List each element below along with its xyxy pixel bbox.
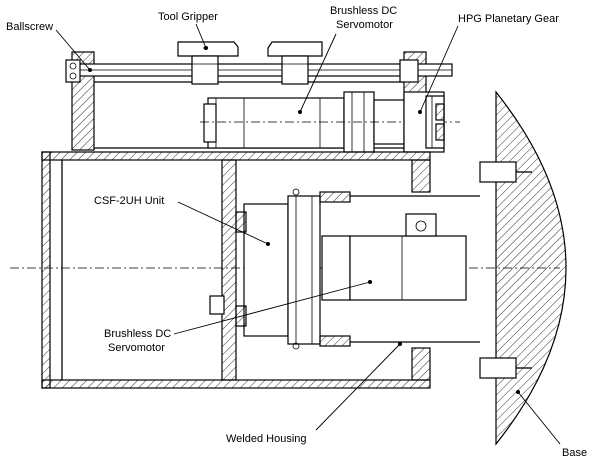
tool-gripper-left (177, 41, 239, 85)
tool-gripper-right (267, 41, 323, 85)
leader-lines (55, 23, 561, 445)
label-base: Base (562, 447, 587, 459)
csf-2uh-unit (209, 188, 321, 350)
label-servomotor-low-1: Brushless DC (104, 328, 171, 340)
label-servomotor-low-2: Servomotor (108, 342, 165, 354)
inner-tube (319, 191, 480, 347)
label-csf-2uh-unit: CSF-2UH Unit (94, 195, 164, 207)
hpg-planetary-gear (403, 91, 445, 153)
label-hpg-planetary-gear: HPG Planetary Gear (458, 13, 559, 25)
welded-housing (41, 151, 431, 389)
label-servomotor-top-2: Servomotor (336, 19, 393, 31)
ballscrew (65, 59, 453, 83)
label-ballscrew: Ballscrew (6, 21, 53, 33)
label-tool-gripper: Tool Gripper (158, 11, 218, 23)
base (479, 90, 567, 446)
label-servomotor-top-1: Brushless DC (330, 5, 397, 17)
lower-servomotor (321, 213, 467, 301)
upper-servomotor (200, 91, 460, 153)
label-welded-housing: Welded Housing (226, 433, 307, 445)
